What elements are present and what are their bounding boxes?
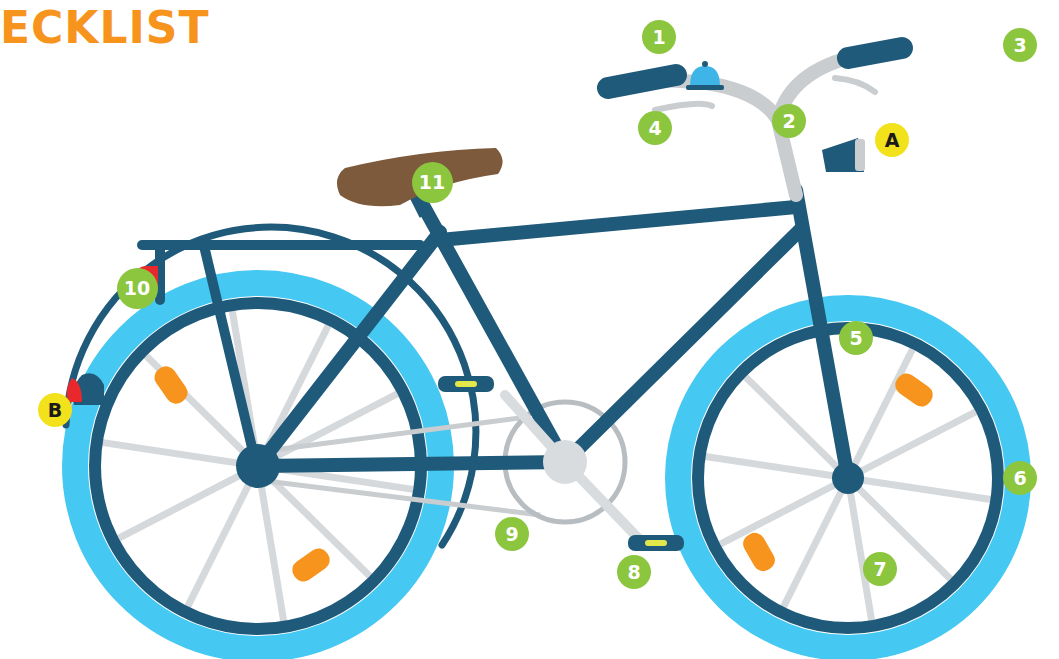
crank-arm	[505, 395, 565, 462]
crank-arm	[565, 462, 640, 540]
spoke-reflector	[739, 529, 778, 575]
callout-label: 9	[505, 525, 518, 544]
brake-lever	[655, 104, 712, 110]
chain-stay	[258, 462, 565, 466]
callout-label: 2	[782, 112, 795, 131]
callout-number: 7	[863, 552, 897, 586]
callout-number: 6	[1003, 461, 1037, 495]
callout-number: 3	[1003, 28, 1037, 62]
callout-label: A	[885, 131, 900, 150]
pedal	[438, 376, 494, 392]
letter-callout: B	[38, 393, 72, 427]
rear-hub	[236, 444, 280, 488]
spoke	[258, 466, 284, 624]
brake-lever	[835, 78, 875, 92]
front-rim	[698, 328, 998, 628]
spoke	[848, 478, 872, 622]
callout-label: 11	[419, 173, 445, 192]
front-light-lens	[855, 139, 865, 171]
down-tube	[565, 230, 800, 462]
spoke	[116, 466, 258, 540]
callout-number: 2	[772, 104, 806, 138]
bell	[690, 66, 720, 86]
callout-label: 7	[873, 560, 886, 579]
handlebar	[660, 55, 860, 195]
callout-number: 11	[412, 162, 453, 203]
pedal	[628, 535, 684, 551]
front-tire	[678, 308, 1018, 648]
callout-label: 8	[627, 563, 640, 582]
callout-number: 8	[617, 555, 651, 589]
saddle	[337, 148, 503, 206]
pedal-reflector	[455, 381, 477, 387]
pedal-reflector	[645, 540, 667, 546]
front-hub	[832, 462, 864, 494]
callout-number: 1	[642, 20, 676, 54]
callout-number: 10	[117, 268, 158, 309]
callout-number: 9	[495, 517, 529, 551]
callout-label: 5	[849, 329, 862, 348]
handle-grip	[608, 75, 676, 88]
spoke-reflector	[288, 545, 333, 586]
bell-top	[702, 61, 708, 67]
bike-frame	[258, 190, 848, 478]
checklist-title: ECKLIST	[0, 6, 210, 50]
top-tube	[440, 207, 796, 240]
handle-grip	[848, 48, 902, 58]
callout-label: 4	[648, 119, 661, 138]
spoke-reflector	[151, 362, 192, 407]
callout-label: B	[48, 401, 62, 420]
callout-number: 5	[839, 321, 873, 355]
callout-label: 6	[1013, 469, 1026, 488]
callout-label: 10	[124, 279, 150, 298]
front-light	[822, 138, 864, 172]
rear-light	[67, 378, 82, 402]
spoke-reflector	[891, 370, 936, 411]
callout-label: 3	[1013, 36, 1026, 55]
rear-rack	[142, 245, 420, 460]
spoke	[848, 411, 978, 478]
spoke	[718, 478, 848, 545]
letter-callout: A	[875, 123, 909, 157]
callout-label: 1	[652, 28, 665, 47]
seat-stay	[258, 232, 440, 466]
callout-number: 4	[638, 111, 672, 145]
bell-base	[686, 85, 724, 90]
